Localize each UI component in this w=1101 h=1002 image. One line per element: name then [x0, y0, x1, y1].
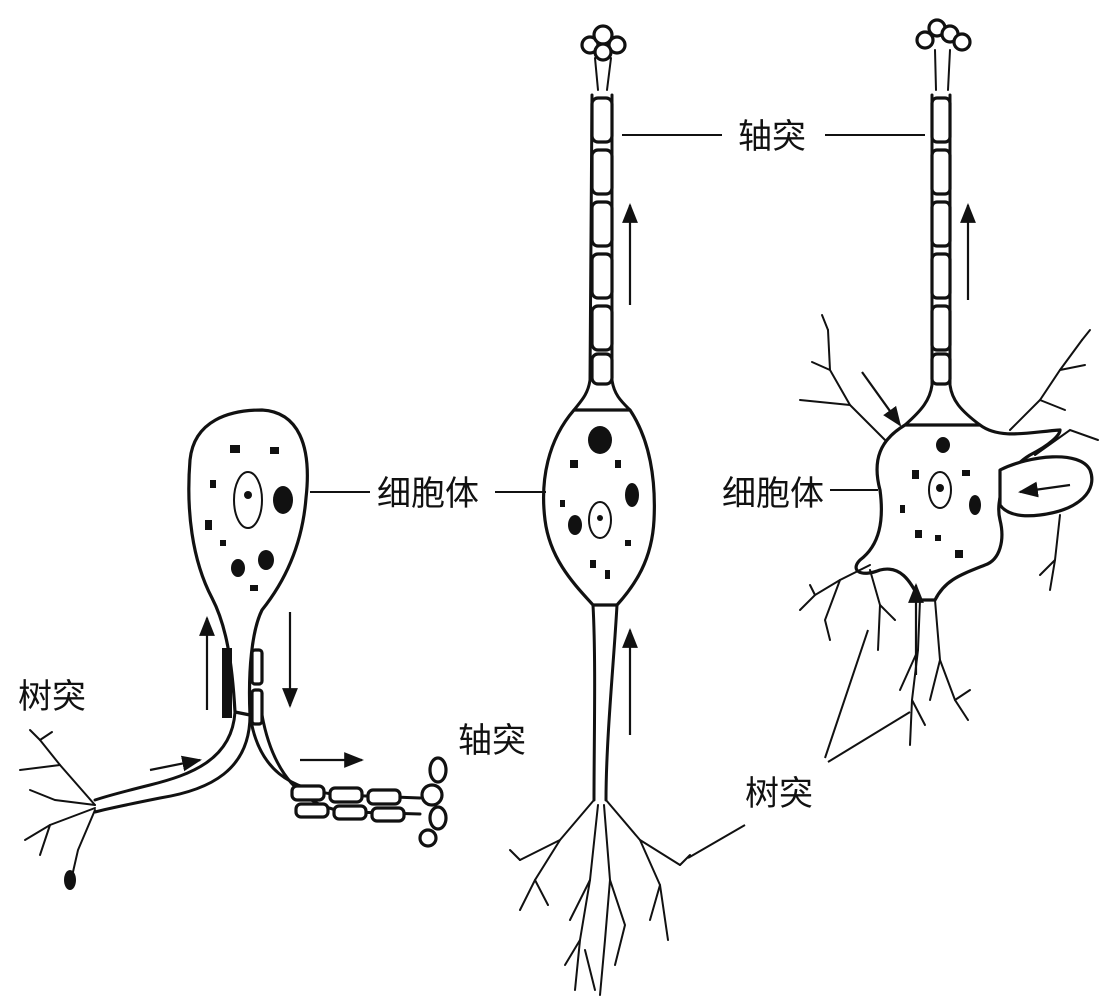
right-arrow-dendrite-1 [862, 372, 900, 425]
left-arrow-right-1 [150, 760, 200, 770]
bipolar-neuron [510, 26, 690, 995]
label-soma-middle: 细胞体 [377, 474, 479, 514]
right-axon-myelin [932, 98, 950, 384]
label-axon-top: 轴突 [738, 117, 806, 157]
left-neuron-dendrite-branch [95, 712, 235, 800]
label-dendrite-bottom: 树突 [745, 774, 813, 814]
multipolar-neuron [800, 20, 1098, 745]
left-axon-myelin [292, 786, 404, 821]
middle-dendritic-tree [510, 800, 690, 995]
label-dendrite-left: 树突 [18, 677, 86, 717]
label-soma-right: 细胞体 [722, 474, 824, 514]
middle-axon-terminal [582, 26, 625, 90]
right-thick-dendrite [1000, 457, 1092, 516]
left-dendritic-arbor [20, 730, 95, 890]
left-axon-terminals [420, 758, 446, 846]
middle-axon-myelin [592, 98, 612, 384]
right-axon-terminal [917, 20, 970, 90]
label-axon-left: 轴突 [458, 721, 526, 761]
